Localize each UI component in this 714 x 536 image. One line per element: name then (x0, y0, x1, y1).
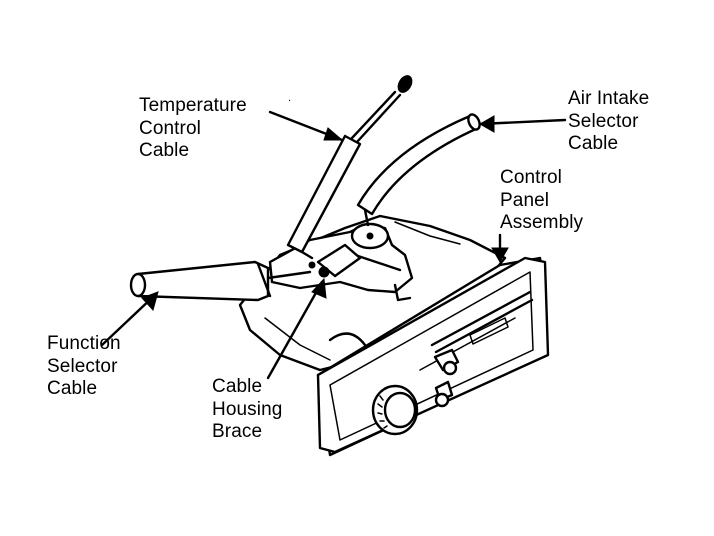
leader-arrows (100, 110, 567, 380)
label-function-selector-cable: Function Selector Cable (47, 333, 121, 399)
rotary-knob (371, 384, 419, 436)
linkage-assembly (268, 222, 414, 302)
function-selector-cable (129, 260, 312, 302)
label-temperature-control-cable: Temperature Control Cable (139, 95, 247, 161)
label-cable-housing-brace: Cable Housing Brace (212, 376, 283, 442)
label-control-panel-assembly: Control Panel Assembly (500, 167, 584, 233)
control-panel (316, 256, 550, 457)
stray-mark: · (288, 96, 291, 107)
label-air-intake-selector-cable: Air Intake Selector Cable (568, 88, 650, 154)
temperature-control-cable (286, 75, 413, 260)
air-intake-selector-cable (356, 113, 481, 227)
